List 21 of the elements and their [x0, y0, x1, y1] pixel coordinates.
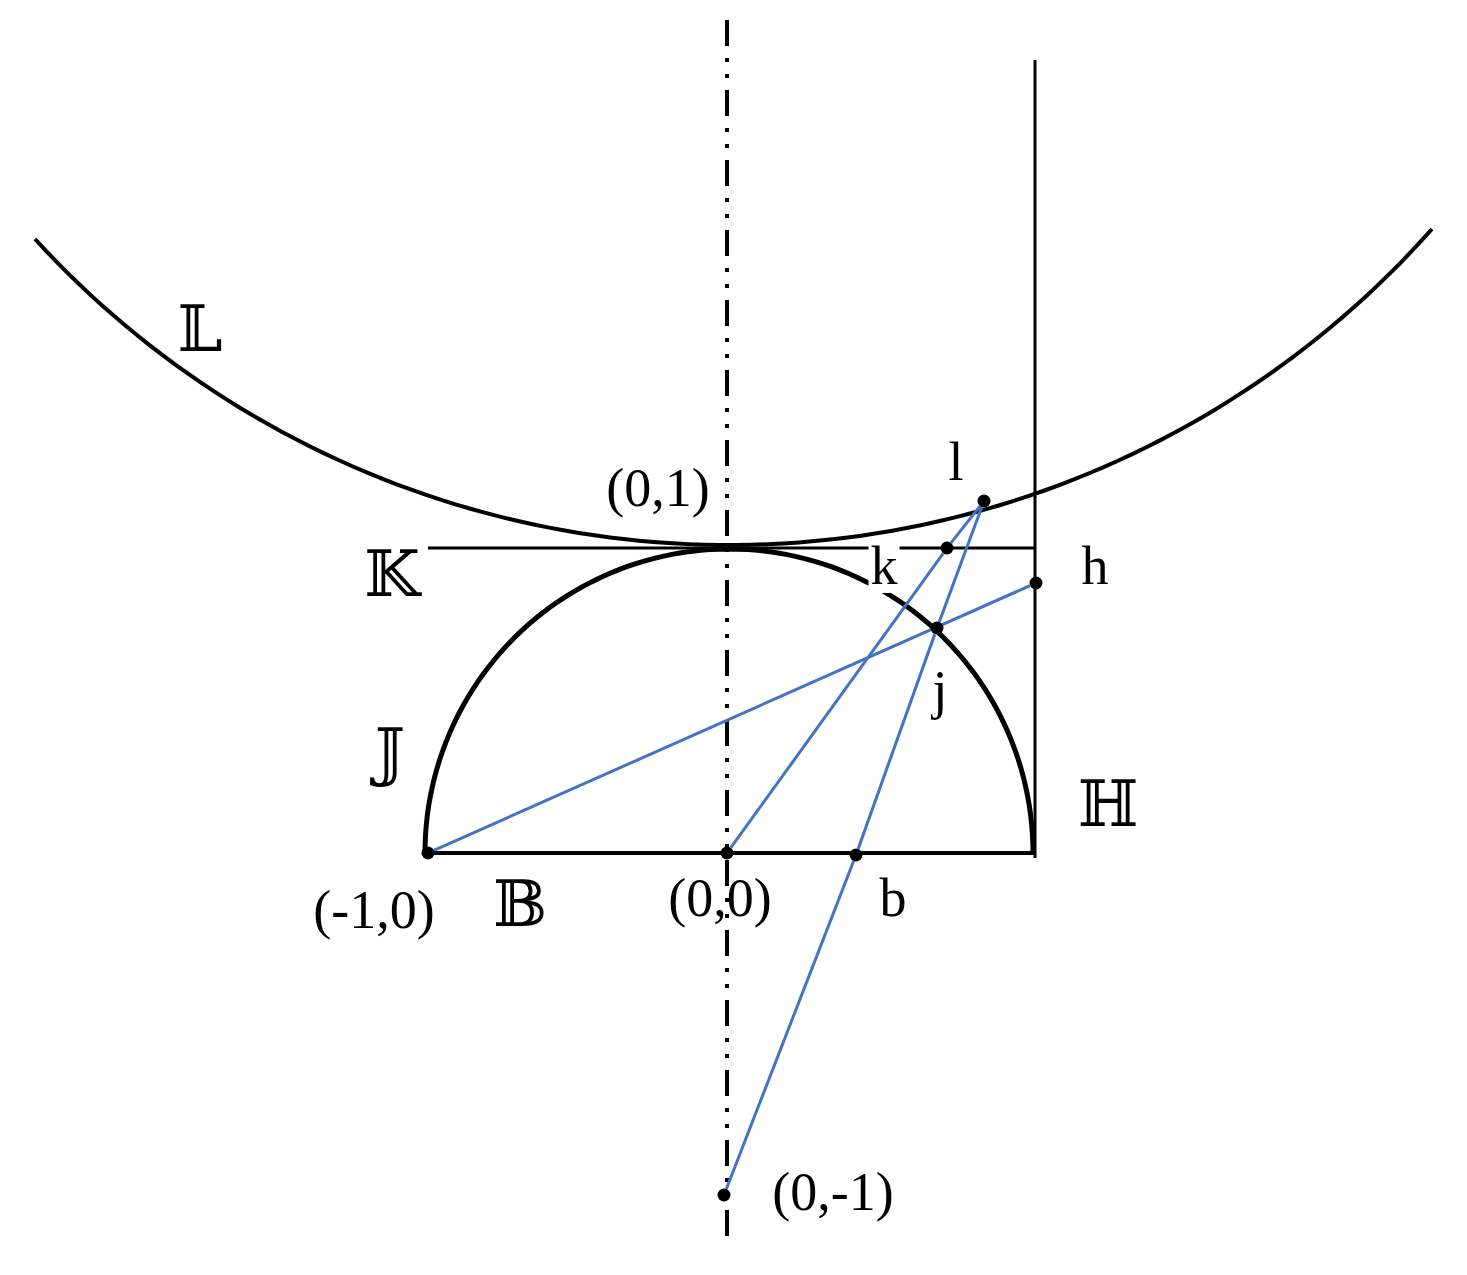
line-segment: [433, 584, 1031, 852]
point-dot: [977, 494, 991, 508]
line-segment: [729, 552, 945, 849]
curve-label: 𝕃: [177, 298, 223, 362]
point-label: l: [948, 435, 964, 489]
curve-label: 𝔹: [492, 873, 548, 937]
point-dot: [720, 846, 734, 860]
point-dot: [849, 848, 863, 862]
point-label: b: [879, 871, 907, 925]
point-dot: [940, 541, 954, 555]
curve-label: ℍ: [1077, 773, 1139, 837]
point-label: h: [1081, 539, 1109, 593]
point-dot: [930, 621, 944, 635]
line-segment: [949, 505, 982, 544]
point-dot: [1029, 576, 1043, 590]
line-segment: [856, 633, 937, 850]
curve-label: 𝕂: [364, 543, 420, 607]
line-segment: [724, 860, 856, 1190]
point-dot: [717, 1188, 731, 1202]
point-dot: [421, 846, 435, 860]
line-segment: [937, 506, 984, 623]
